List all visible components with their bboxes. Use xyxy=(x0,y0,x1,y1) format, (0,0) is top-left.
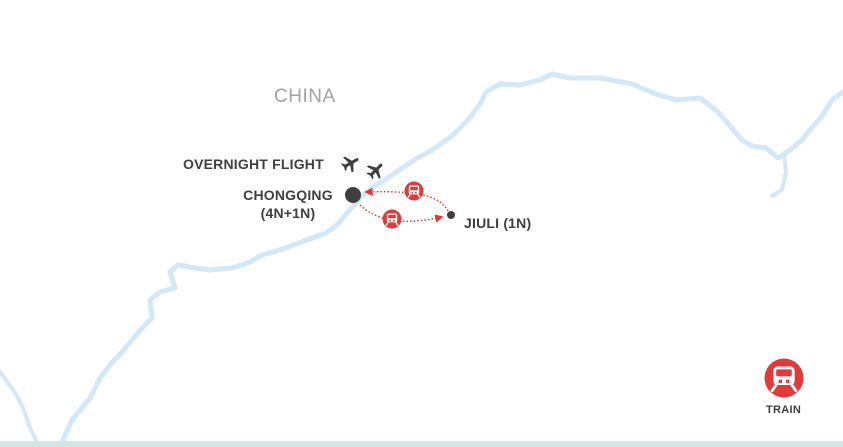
legend-train-icon xyxy=(763,357,805,399)
river-tributary-west xyxy=(0,370,38,442)
train-route-jiuli-to-chongqing xyxy=(364,187,449,212)
place-label-chongqing: CHONGQING (4N+1N) xyxy=(236,187,340,221)
map-bottom-border xyxy=(0,441,843,447)
chongqing-nights: (4N+1N) xyxy=(260,205,316,221)
legend-label-train: TRAIN xyxy=(766,404,802,416)
train-icon xyxy=(381,208,403,230)
train-icon xyxy=(403,180,425,202)
country-label: CHINA xyxy=(274,86,336,107)
city-dot-jiuli xyxy=(447,211,455,219)
place-label-overnight-flight: OVERNIGHT FLIGHT xyxy=(183,156,324,172)
airplane-icon xyxy=(338,151,363,175)
city-dot-chongqing xyxy=(345,187,361,203)
river-tributary-east xyxy=(770,152,788,198)
river-main xyxy=(57,71,843,447)
place-label-jiuli: JIULI (1N) xyxy=(464,215,532,231)
chongqing-name: CHONGQING xyxy=(243,187,333,203)
